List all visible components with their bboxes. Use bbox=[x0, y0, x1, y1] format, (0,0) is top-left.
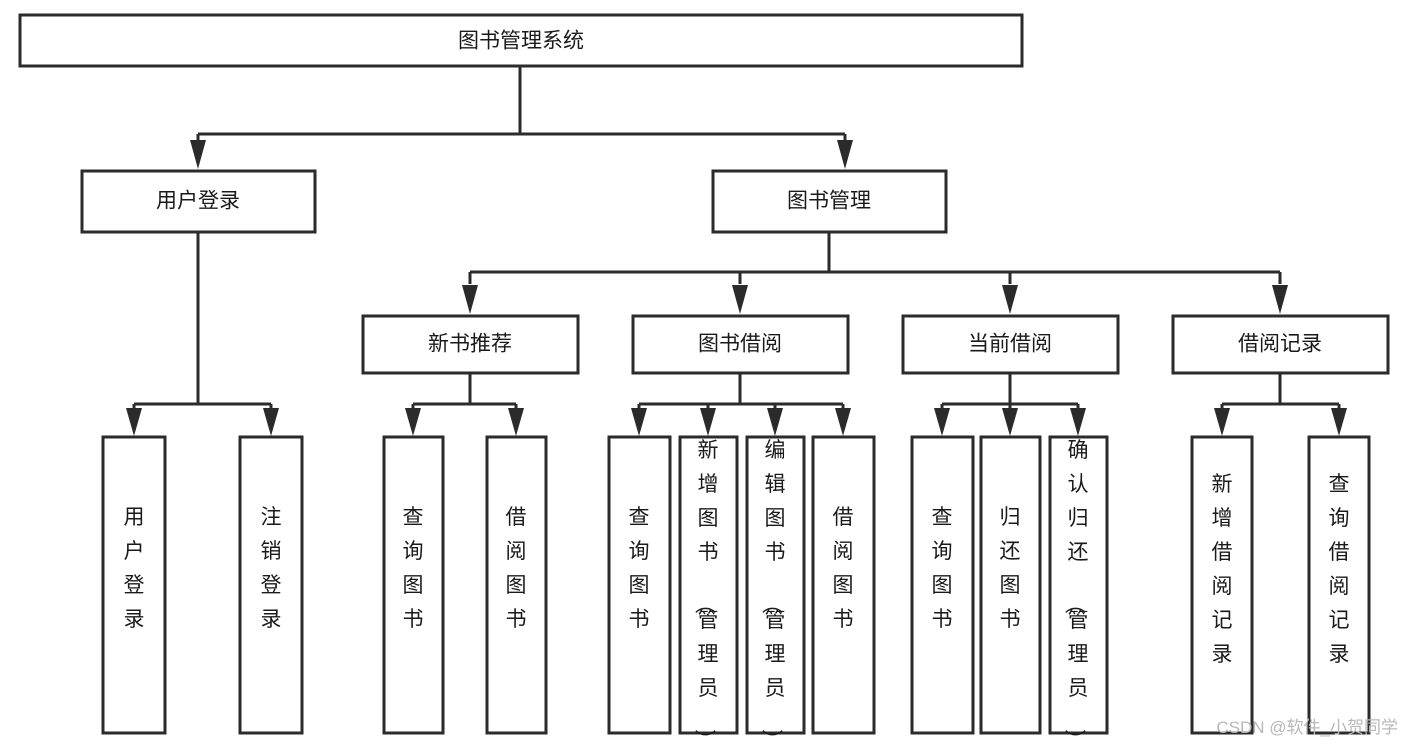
connector-group-book-borrow bbox=[631, 374, 851, 436]
node-leaf-query-book-1-box bbox=[382, 435, 445, 735]
node-leaf-return-book[interactable]: 归还图书 bbox=[979, 435, 1042, 735]
node-book-borrow-label: 图书借阅 bbox=[698, 333, 782, 356]
node-borrow-record-box bbox=[1171, 314, 1390, 375]
node-root[interactable]: 图书管理系统 bbox=[18, 13, 1024, 68]
node-leaf-query-book-3-label: 查询图书 bbox=[932, 506, 953, 631]
arrow-head-borrow-record bbox=[1272, 285, 1288, 314]
arrow-head-leaf-borrow-book-2 bbox=[835, 408, 851, 436]
arrow-head-book-management bbox=[837, 140, 853, 169]
arrow-head-user-login bbox=[190, 140, 206, 169]
node-leaf-logout-login[interactable]: 注销登录 bbox=[238, 435, 304, 735]
node-leaf-query-record[interactable]: 查询借阅记录 bbox=[1307, 435, 1371, 735]
arrow-head-leaf-query-book-2 bbox=[631, 408, 647, 436]
node-leaf-borrow-book-2-label: 借阅图书 bbox=[833, 506, 854, 631]
node-leaf-query-book-2-box bbox=[607, 435, 672, 735]
node-leaf-return-book-box bbox=[979, 435, 1042, 735]
arrow-head-leaf-logout-login bbox=[263, 408, 279, 436]
connector-group-new-book-recommend bbox=[405, 374, 524, 436]
node-leaf-add-record-box bbox=[1190, 435, 1254, 735]
node-leaf-borrow-book-1-box bbox=[485, 435, 548, 735]
node-leaf-edit-book-label: 编辑图书（管理员） bbox=[760, 439, 786, 747]
node-borrow-record-label: 借阅记录 bbox=[1238, 333, 1322, 356]
node-leaf-add-book-label: 新增图书（管理员） bbox=[693, 439, 719, 747]
node-book-management[interactable]: 图书管理 bbox=[711, 169, 948, 234]
arrow-head-leaf-add-book bbox=[700, 408, 716, 436]
node-leaf-query-book-1-label: 查询图书 bbox=[403, 506, 424, 631]
arrow-head-new-book-recommend bbox=[462, 285, 478, 314]
node-root-label: 图书管理系统 bbox=[458, 30, 584, 53]
csdn-watermark: CSDN @软件_小贺同学 bbox=[1216, 718, 1398, 737]
node-leaf-return-book-label: 归还图书 bbox=[1000, 506, 1021, 631]
node-user-login-box bbox=[80, 169, 317, 234]
node-leaf-query-record-label: 查询借阅记录 bbox=[1329, 473, 1350, 666]
node-leaf-confirm-return-box bbox=[1048, 435, 1109, 735]
node-leaf-edit-book-box bbox=[745, 435, 806, 735]
node-leaf-borrow-book-2-box bbox=[811, 435, 876, 735]
node-leaf-add-book[interactable]: 新增图书（管理员） bbox=[678, 435, 739, 747]
node-user-login[interactable]: 用户登录 bbox=[80, 169, 317, 234]
node-new-book-recommend-box bbox=[361, 314, 580, 375]
connector-group-borrow-record bbox=[1214, 374, 1347, 436]
node-leaf-query-book-1[interactable]: 查询图书 bbox=[382, 435, 445, 735]
node-leaf-query-book-3-box bbox=[910, 435, 975, 735]
node-borrow-record[interactable]: 借阅记录 bbox=[1171, 314, 1390, 375]
arrow-head-leaf-query-book-3 bbox=[934, 408, 950, 436]
arrow-head-leaf-confirm-return bbox=[1070, 408, 1086, 436]
arrow-head-current-borrow bbox=[1002, 285, 1018, 314]
node-current-borrow-box bbox=[901, 314, 1120, 375]
node-leaf-edit-book[interactable]: 编辑图书（管理员） bbox=[745, 435, 806, 747]
node-leaf-user-login-label: 用户登录 bbox=[124, 506, 145, 631]
node-leaf-confirm-return-label: 确认归还（管理员） bbox=[1063, 439, 1089, 747]
node-new-book-recommend-label: 新书推荐 bbox=[428, 333, 512, 356]
arrow-head-leaf-borrow-book-1 bbox=[508, 408, 524, 436]
arrow-head-leaf-return-book bbox=[1002, 408, 1018, 436]
node-current-borrow[interactable]: 当前借阅 bbox=[901, 314, 1120, 375]
arrow-head-book-borrow bbox=[732, 285, 748, 314]
connector-group-root bbox=[190, 67, 853, 169]
node-leaf-query-book-3[interactable]: 查询图书 bbox=[910, 435, 975, 735]
node-leaf-borrow-book-2[interactable]: 借阅图书 bbox=[811, 435, 876, 735]
node-leaf-add-record-label: 新增借阅记录 bbox=[1212, 473, 1233, 666]
node-leaf-user-login-box bbox=[101, 435, 167, 735]
node-leaf-user-login[interactable]: 用户登录 bbox=[101, 435, 167, 735]
node-root-box bbox=[18, 13, 1024, 68]
node-book-management-label: 图书管理 bbox=[787, 190, 871, 213]
connector-group-user-login bbox=[126, 233, 279, 436]
node-book-borrow[interactable]: 图书借阅 bbox=[631, 314, 850, 375]
node-leaf-confirm-return[interactable]: 确认归还（管理员） bbox=[1048, 435, 1109, 747]
node-leaf-add-book-box bbox=[678, 435, 739, 735]
arrow-head-leaf-edit-book bbox=[767, 408, 783, 436]
node-leaf-query-book-2[interactable]: 查询图书 bbox=[607, 435, 672, 735]
node-leaf-query-book-2-label: 查询图书 bbox=[629, 506, 650, 631]
node-leaf-logout-login-label: 注销登录 bbox=[261, 506, 282, 631]
node-leaf-add-record[interactable]: 新增借阅记录 bbox=[1190, 435, 1254, 735]
node-leaf-borrow-book-1[interactable]: 借阅图书 bbox=[485, 435, 548, 735]
node-leaf-query-record-box bbox=[1307, 435, 1371, 735]
arrow-head-leaf-add-record bbox=[1214, 408, 1230, 436]
node-book-management-box bbox=[711, 169, 948, 234]
arrow-head-leaf-query-book-1 bbox=[405, 408, 421, 436]
node-leaf-logout-login-box bbox=[238, 435, 304, 735]
connector-group-book-management bbox=[462, 233, 1288, 314]
node-current-borrow-label: 当前借阅 bbox=[968, 333, 1052, 356]
arrow-head-leaf-query-record bbox=[1331, 408, 1347, 436]
node-user-login-label: 用户登录 bbox=[156, 190, 240, 213]
arrow-head-leaf-user-login bbox=[126, 408, 142, 436]
node-leaf-borrow-book-1-label: 借阅图书 bbox=[506, 506, 527, 631]
node-book-borrow-box bbox=[631, 314, 850, 375]
connector-group-current-borrow bbox=[934, 374, 1086, 436]
node-new-book-recommend[interactable]: 新书推荐 bbox=[361, 314, 580, 375]
